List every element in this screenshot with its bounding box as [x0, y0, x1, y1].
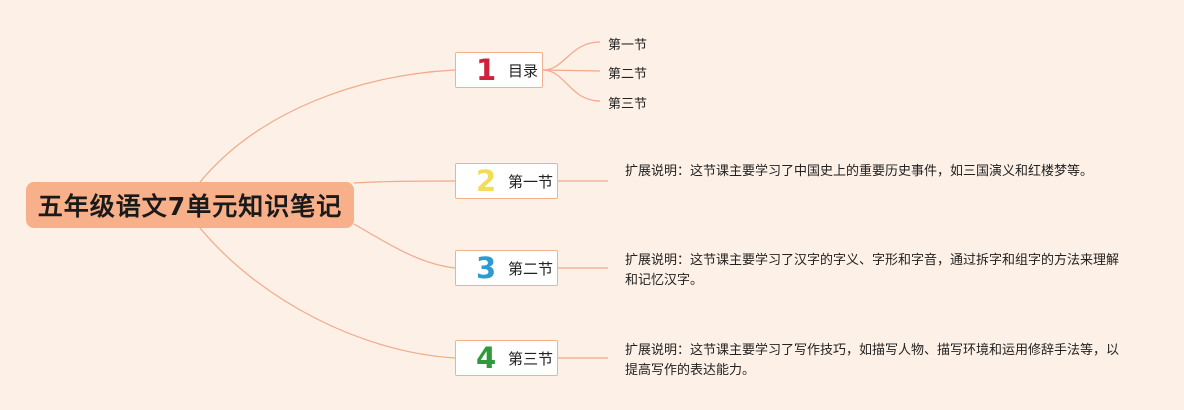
branch-label: 第二节 — [508, 259, 554, 278]
connector-toc-child-2 — [542, 69, 601, 72]
branch-label: 第一节 — [508, 172, 554, 191]
connector-root-branch-2 — [353, 180, 456, 184]
toc-child-3[interactable]: 第三节 — [608, 97, 648, 112]
description-section-1[interactable]: 扩展说明：这节课主要学习了中国史上的重要历史事件，如三国演义和红楼梦等。 — [625, 164, 1094, 179]
number-1-icon: 1 — [476, 53, 497, 87]
connector-root-branch-1 — [199, 69, 456, 183]
toc-child-1[interactable]: 第一节 — [608, 38, 648, 53]
branch-node-section-2[interactable]: 3 第二节 — [455, 250, 558, 286]
connector-toc-child-1 — [542, 41, 601, 71]
toc-child-2[interactable]: 第二节 — [608, 67, 648, 82]
root-title: 五年级语文7单元知识笔记 — [37, 192, 343, 221]
description-section-2[interactable]: 扩展说明：这节课主要学习了汉字的字义、字形和字音，通过拆字和组字的方法来理解和记… — [625, 253, 1120, 288]
connector-root-branch-3 — [353, 223, 456, 269]
branch-node-toc[interactable]: 1 目录 — [455, 52, 543, 88]
branch-label: 目录 — [508, 61, 539, 80]
branch-node-section-3[interactable]: 4 第三节 — [455, 340, 558, 376]
number-2-icon: 2 — [476, 164, 497, 198]
connector-root-branch-4 — [199, 227, 456, 359]
description-section-3[interactable]: 扩展说明：这节课主要学习了写作技巧，如描写人物、描写环境和运用修辞手法等，以提高… — [625, 343, 1120, 378]
root-node[interactable]: 五年级语文7单元知识笔记 — [26, 182, 354, 228]
branch-label: 第三节 — [508, 349, 554, 368]
connector-toc-child-3 — [542, 69, 601, 102]
number-4-icon: 4 — [476, 341, 497, 375]
number-3-icon: 3 — [476, 251, 497, 285]
branch-node-section-1[interactable]: 2 第一节 — [455, 163, 558, 199]
